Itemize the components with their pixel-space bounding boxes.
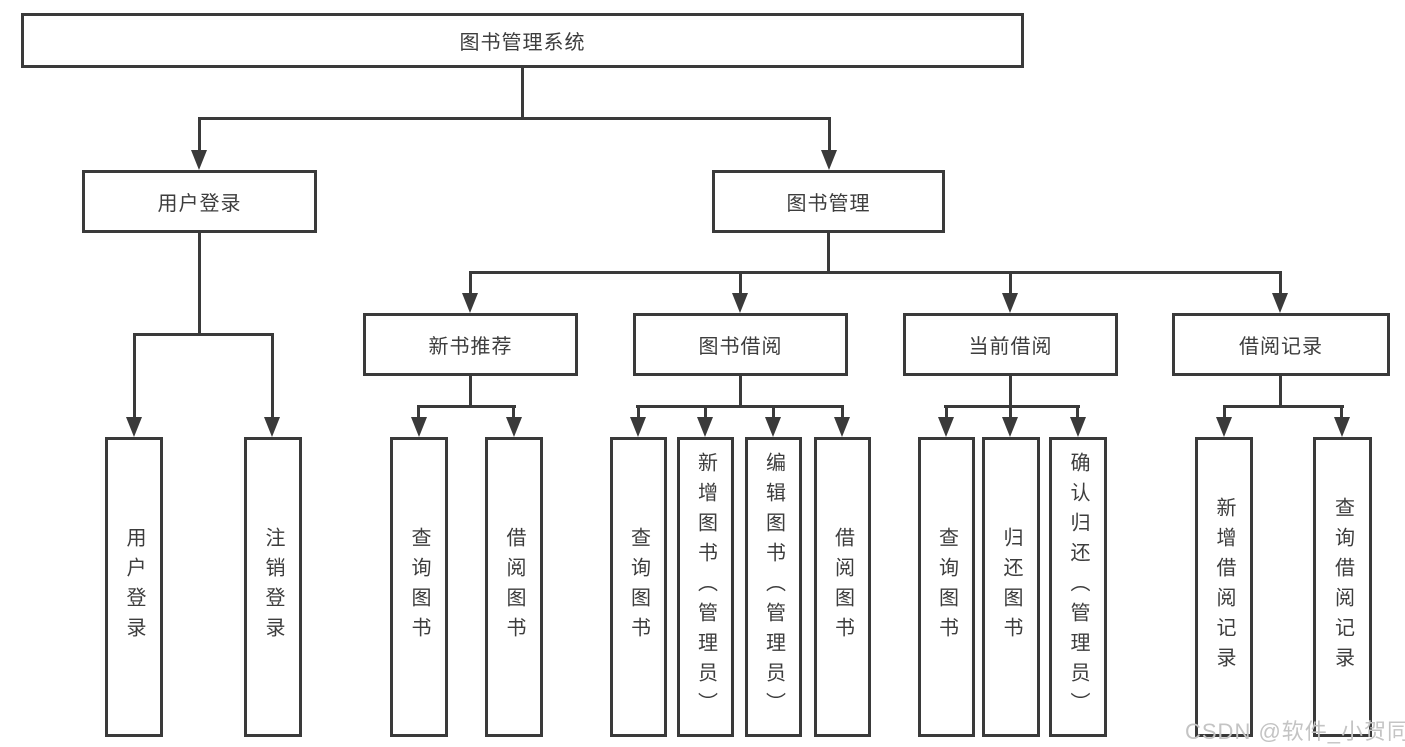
arrowhead-down-icon <box>1002 293 1018 313</box>
connector-line <box>417 405 420 421</box>
connector-line <box>198 117 201 153</box>
node-label: 借阅记录 <box>1239 336 1323 358</box>
arrowhead-down-icon <box>411 417 427 437</box>
connector-line <box>198 117 831 120</box>
arrowhead-down-icon <box>1070 417 1086 437</box>
node-leaf-add-book-admin: 新增图书（管理员） <box>677 437 734 737</box>
connector-line <box>827 233 830 274</box>
node-book-borrowing: 图书借阅 <box>633 313 848 376</box>
node-label: 借阅图书 <box>503 527 525 647</box>
node-label: 用户登录 <box>157 193 242 215</box>
connector-line <box>469 271 472 297</box>
arrowhead-down-icon <box>938 417 954 437</box>
node-label: 借阅图书 <box>831 527 854 647</box>
watermark: CSDN @软件_小贺同学 <box>1185 719 1405 744</box>
arrowhead-down-icon <box>1216 417 1232 437</box>
connector-line <box>1223 405 1226 421</box>
connector-line <box>512 405 515 421</box>
connector-line <box>271 333 274 421</box>
connector-line <box>828 117 831 153</box>
connector-line <box>1223 405 1344 408</box>
connector-line <box>133 333 136 421</box>
connector-line <box>772 405 775 421</box>
node-leaf-edit-book-admin: 编辑图书（管理员） <box>745 437 802 737</box>
arrowhead-down-icon <box>630 417 646 437</box>
arrowhead-down-icon <box>264 417 280 437</box>
node-leaf-query-books-current: 查询图书 <box>918 437 975 737</box>
node-label: 新书推荐 <box>428 336 513 358</box>
node-leaf-borrow-books: 借阅图书 <box>814 437 871 737</box>
arrowhead-down-icon <box>834 417 850 437</box>
connector-line <box>469 271 1282 274</box>
node-leaf-query-borrow-record: 查询借阅记录 <box>1313 437 1372 737</box>
node-label: 当前借阅 <box>968 336 1053 358</box>
connector-line <box>739 271 742 297</box>
connector-line <box>841 405 844 421</box>
node-root: 图书管理系统 <box>21 13 1024 68</box>
connector-line <box>133 333 274 336</box>
connector-line <box>1009 405 1012 421</box>
node-label: 查询图书 <box>408 527 430 647</box>
node-label: 查询图书 <box>627 527 650 647</box>
node-label: 新增借阅记录 <box>1213 497 1235 677</box>
arrowhead-down-icon <box>1334 417 1350 437</box>
node-label: 归还图书 <box>1000 527 1022 647</box>
node-label: 图书管理系统 <box>459 32 586 54</box>
connector-line <box>1009 271 1012 297</box>
connector-line <box>1279 271 1282 297</box>
connector-line <box>1279 376 1282 408</box>
node-leaf-query-books-recommend: 查询图书 <box>390 437 448 737</box>
arrowhead-down-icon <box>126 417 142 437</box>
arrowhead-down-icon <box>697 417 713 437</box>
node-current-borrowing: 当前借阅 <box>903 313 1118 376</box>
node-leaf-add-borrow-record: 新增借阅记录 <box>1195 437 1253 737</box>
arrowhead-down-icon <box>732 293 748 313</box>
connector-line <box>739 376 742 408</box>
node-leaf-borrow-books-recommend: 借阅图书 <box>485 437 543 737</box>
arrowhead-down-icon <box>821 150 837 170</box>
connector-line <box>198 233 201 335</box>
connector-line <box>1009 376 1012 408</box>
connector-line <box>521 68 524 118</box>
arrowhead-down-icon <box>1272 293 1288 313</box>
arrowhead-down-icon <box>765 417 781 437</box>
node-label: 查询借阅记录 <box>1331 497 1354 677</box>
connector-line <box>469 376 472 408</box>
node-label: 图书管理 <box>786 193 871 215</box>
connector-line <box>944 405 1080 408</box>
arrowhead-down-icon <box>191 150 207 170</box>
arrowhead-down-icon <box>462 293 478 313</box>
node-leaf-confirm-return-admin: 确认归还（管理员） <box>1049 437 1107 737</box>
node-label: 查询图书 <box>935 527 958 647</box>
node-leaf-return-book: 归还图书 <box>982 437 1040 737</box>
connector-line <box>1340 405 1343 421</box>
connector-line <box>704 405 707 421</box>
node-label: 确认归还（管理员） <box>1067 452 1089 722</box>
connector-line <box>418 405 516 408</box>
node-leaf-user-login: 用户登录 <box>105 437 163 737</box>
node-borrowing-records: 借阅记录 <box>1172 313 1390 376</box>
arrowhead-down-icon <box>1002 417 1018 437</box>
connector-line <box>636 405 844 408</box>
arrowhead-down-icon <box>506 417 522 437</box>
node-label: 注销登录 <box>262 527 284 647</box>
node-leaf-logout: 注销登录 <box>244 437 302 737</box>
connector-line <box>945 405 948 421</box>
node-label: 编辑图书（管理员） <box>762 452 785 722</box>
connector-line <box>1076 405 1079 421</box>
node-label: 图书借阅 <box>698 336 783 358</box>
node-label: 用户登录 <box>123 527 145 647</box>
connector-line <box>637 405 640 421</box>
node-book-management: 图书管理 <box>712 170 945 233</box>
node-new-book-recommend: 新书推荐 <box>363 313 578 376</box>
node-leaf-query-books-borrow: 查询图书 <box>610 437 667 737</box>
node-label: 新增图书（管理员） <box>694 452 717 722</box>
node-user-login: 用户登录 <box>82 170 317 233</box>
